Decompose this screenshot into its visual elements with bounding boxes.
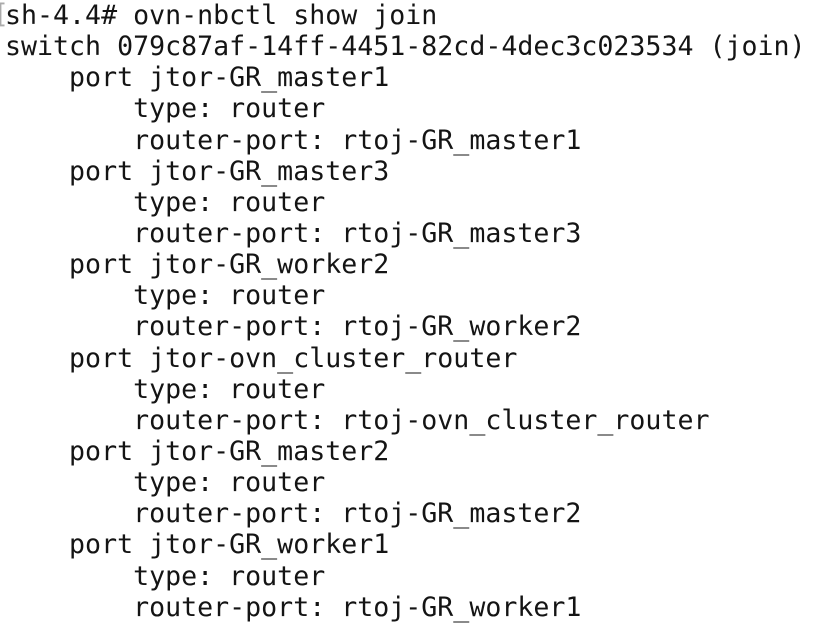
- terminal-line: port jtor-GR_master3: [5, 155, 390, 187]
- terminal-line: type: router: [5, 467, 326, 499]
- terminal-line: type: router: [5, 373, 326, 405]
- terminal-line: port jtor-GR_worker2: [5, 249, 390, 281]
- left-edge-bracket: [: [0, 0, 9, 30]
- terminal-line: port jtor-GR_master1: [5, 62, 390, 94]
- terminal-line: router-port: rtoj-GR_worker2: [5, 311, 582, 343]
- terminal-line: router-port: rtoj-GR_worker1: [5, 591, 582, 623]
- terminal-line: router-port: rtoj-ovn_cluster_router: [5, 404, 710, 436]
- terminal-line: switch 079c87af-14ff-4451-82cd-4dec3c023…: [5, 31, 806, 63]
- terminal-line: type: router: [5, 93, 326, 125]
- terminal-line: router-port: rtoj-GR_master1: [5, 124, 582, 156]
- terminal-line: type: router: [5, 186, 326, 218]
- terminal-line: port jtor-GR_worker1: [5, 529, 390, 561]
- terminal-line: type: router: [5, 560, 326, 592]
- terminal-line: sh-4.4# ovn-nbctl show join: [5, 0, 438, 31]
- terminal-line: port jtor-ovn_cluster_router: [5, 342, 518, 374]
- terminal-line: port jtor-GR_master2: [5, 435, 390, 467]
- terminal-line: type: router: [5, 280, 326, 312]
- terminal-line: router-port: rtoj-GR_master2: [5, 498, 582, 530]
- terminal-line: router-port: rtoj-GR_master3: [5, 217, 582, 249]
